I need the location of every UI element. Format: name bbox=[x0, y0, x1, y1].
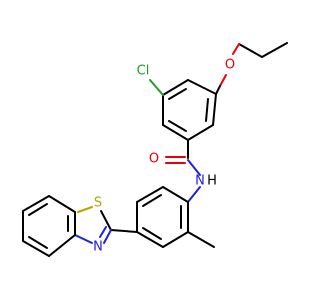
bond-ring1-b bbox=[162, 79, 189, 96]
chlorine-label: Cl bbox=[137, 64, 150, 79]
bond-ring1-d bbox=[162, 124, 189, 141]
ether-oxygen-label: O bbox=[225, 58, 235, 73]
bond-n-ring bbox=[187, 186, 201, 203]
bond-ring1-inner-3 bbox=[205, 98, 209, 122]
bond-ethyl-ch2 bbox=[238, 43, 263, 58]
bond-thiazole-n-c2-double bbox=[99, 226, 107, 238]
bond-thiazole-c3a-n bbox=[74, 234, 93, 244]
bond-ring1-e bbox=[187, 124, 214, 141]
bond-ring1-inner-1 bbox=[168, 88, 187, 100]
amide-hydrogen-label: H bbox=[207, 174, 217, 189]
molecule-structure: Cl O O N H S N bbox=[22, 42, 288, 257]
bond-benzo-d bbox=[22, 240, 50, 257]
structure-canvas: Cl O O N H S N bbox=[22, 42, 288, 257]
bond-ring-thiazole bbox=[110, 229, 138, 233]
thiazole-sulfur-label: S bbox=[94, 196, 102, 211]
bond-benzo-inner-1 bbox=[28, 203, 48, 216]
bond-ring2-c bbox=[136, 231, 164, 248]
bond-benzo-inner-2 bbox=[28, 236, 48, 249]
bond-ether-ring-c bbox=[215, 85, 221, 95]
bond-ring2-b bbox=[162, 231, 189, 248]
amide-nitrogen-label: N bbox=[195, 174, 205, 189]
bond-ring2-inner-2 bbox=[142, 227, 162, 240]
bond-ether-o-ch2 bbox=[232, 43, 240, 55]
bond-c-cl bbox=[149, 79, 164, 96]
bond-benzo-b bbox=[22, 195, 50, 212]
bond-thiazole-s-c7a bbox=[77, 206, 93, 213]
bond-ring2-e bbox=[136, 186, 164, 203]
carbonyl-oxygen-label: O bbox=[149, 152, 159, 167]
bond-ring2-inner-3 bbox=[142, 194, 162, 207]
bond-thiazole-c2-s bbox=[100, 210, 112, 231]
bond-benzo-a bbox=[48, 195, 76, 213]
bond-c-n bbox=[187, 159, 201, 176]
atom-label-layer: Cl O O N H S N bbox=[93, 58, 235, 255]
bond-ether-o-ring bbox=[219, 74, 227, 87]
bond-benzo-e bbox=[48, 234, 76, 257]
bond-ethyl-ch3 bbox=[261, 42, 288, 58]
bond-layer bbox=[22, 42, 288, 257]
bond-ring1-a bbox=[187, 79, 217, 95]
bond-ring2-f bbox=[162, 186, 189, 203]
thiazole-nitrogen-label: N bbox=[93, 240, 103, 255]
bond-ring1-inner-2 bbox=[168, 120, 187, 132]
bond-thiazole-n-c2 bbox=[103, 229, 112, 244]
bond-ring1-f bbox=[212, 93, 217, 126]
bond-methyl bbox=[187, 231, 215, 248]
